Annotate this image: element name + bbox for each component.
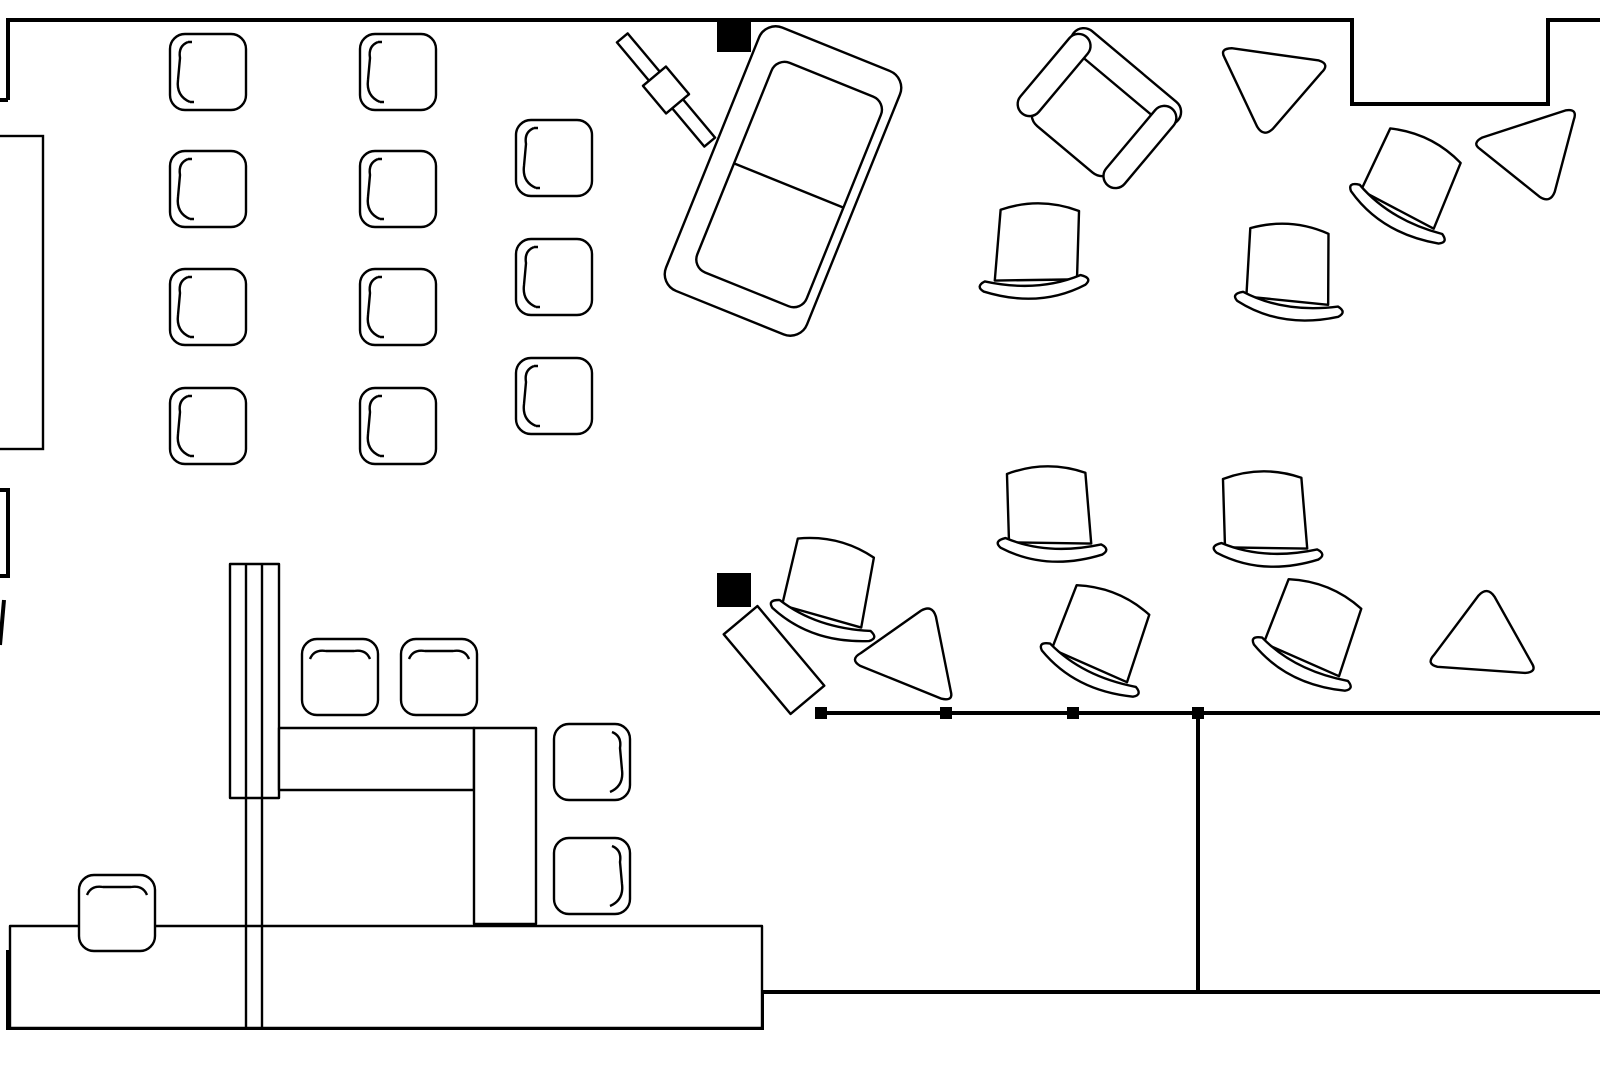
tub-chair — [1211, 465, 1331, 573]
west-door-frame — [0, 488, 10, 578]
desk-return — [472, 726, 538, 926]
west-window-panel — [0, 134, 45, 451]
partition-screen — [228, 562, 281, 800]
chair — [168, 149, 248, 229]
chair — [168, 32, 248, 112]
sofa — [663, 25, 903, 337]
armchair — [1016, 26, 1183, 190]
floor-lamp — [615, 32, 717, 148]
bench-table — [722, 604, 826, 716]
tub-chair — [1245, 566, 1389, 704]
wall-post — [1067, 707, 1079, 719]
tub-chair — [1231, 214, 1358, 330]
wall-post — [1192, 707, 1204, 719]
triangle-table — [1473, 106, 1599, 217]
tub-chair — [765, 525, 903, 655]
desk-chair — [399, 637, 479, 717]
triangle-tables — [852, 45, 1599, 703]
column — [717, 20, 751, 52]
chair — [168, 386, 248, 466]
desk-chair — [552, 836, 632, 916]
chair — [168, 267, 248, 347]
triangle-table — [852, 588, 980, 703]
columns — [717, 20, 1204, 719]
tub-chair — [995, 460, 1115, 568]
tub-chair — [1033, 572, 1177, 710]
chair — [514, 118, 594, 198]
desk-top — [277, 726, 476, 792]
tub-chairs — [765, 115, 1488, 710]
chair — [358, 386, 438, 466]
desk-chairs — [77, 637, 632, 953]
wall-post — [815, 707, 827, 719]
chair — [358, 267, 438, 347]
chair — [358, 32, 438, 112]
desk-chair — [300, 637, 380, 717]
triangle-table — [1211, 45, 1328, 141]
chair — [514, 237, 594, 317]
west-door-leaf — [0, 599, 6, 646]
tub-chair — [1342, 115, 1488, 257]
desk-chair — [552, 722, 632, 802]
north-wall — [6, 18, 1600, 106]
column — [717, 573, 751, 607]
chair — [514, 356, 594, 436]
tub-chair — [971, 197, 1091, 305]
classroom-chairs — [168, 32, 594, 466]
triangle-table — [1429, 586, 1540, 675]
wall-post — [940, 707, 952, 719]
reception-desk — [8, 562, 764, 1030]
chair — [358, 149, 438, 229]
desk-chair — [77, 873, 157, 953]
